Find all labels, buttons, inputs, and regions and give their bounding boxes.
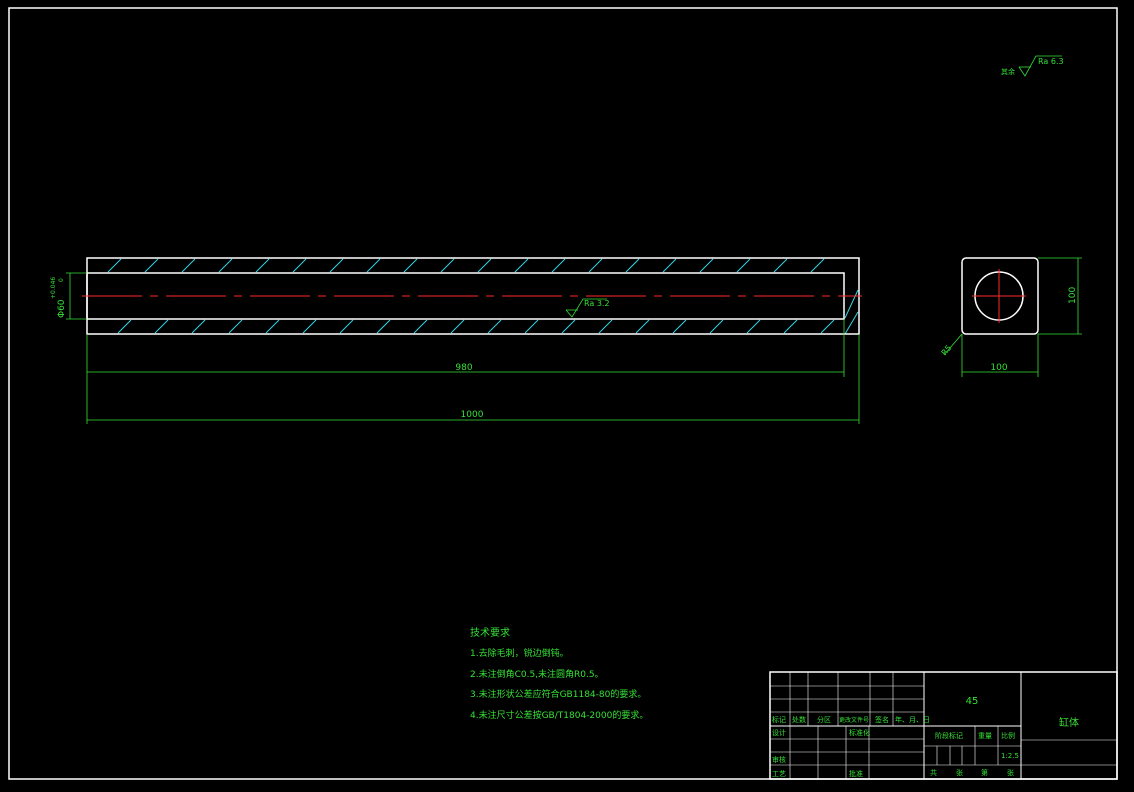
tb-process: 工艺 <box>772 770 786 778</box>
tol-upper: +0.046 <box>50 277 57 299</box>
hatch-line <box>699 258 714 273</box>
hatch-line <box>440 258 455 273</box>
tol-lower: 0 <box>58 278 65 282</box>
tb-material: 45 <box>966 696 979 707</box>
roughness-general-label: 其余 <box>1001 67 1015 76</box>
tech-item-2: 2.未注倒角C0.5,未注圆角R0.5。 <box>470 668 604 680</box>
hatch-line <box>376 319 391 334</box>
tb-sheet-unit-1: 张 <box>956 768 963 777</box>
hatch-line <box>477 258 492 273</box>
hatch-line <box>635 319 650 334</box>
hatch-line <box>413 319 428 334</box>
hatch-line <box>551 258 566 273</box>
hatch-line <box>218 258 233 273</box>
hatch-right <box>844 289 859 335</box>
diameter-dimension: Φ60 +0.046 0 <box>50 272 87 320</box>
hatch-line <box>302 319 317 334</box>
length-inner-label: 980 <box>455 363 472 373</box>
tb-count: 处数 <box>792 715 806 724</box>
tb-mark: 标记 <box>772 715 786 724</box>
tb-zone: 分区 <box>817 715 831 724</box>
tb-scale-label: 比例 <box>1001 731 1015 740</box>
roughness-symbol-inner: Ra 3.2 <box>565 298 610 318</box>
hatch-line <box>672 319 687 334</box>
tech-item-3: 3.未注形状公差应符合GB1184-80的要求。 <box>470 688 646 700</box>
section-view <box>82 257 862 335</box>
hatch-line <box>588 258 603 273</box>
side-width-label: 100 <box>990 363 1007 373</box>
hatch-top <box>107 258 825 273</box>
hatch-line <box>820 319 835 334</box>
hatch-line <box>783 319 798 334</box>
hatch-line <box>339 319 354 334</box>
roughness-inner-label: Ra 3.2 <box>584 299 610 308</box>
hatch-line <box>450 319 465 334</box>
hatch-line <box>329 258 344 273</box>
length-total-label: 1000 <box>461 410 484 420</box>
tb-part-name: 缸体 <box>1059 716 1079 729</box>
hatch-line <box>736 258 751 273</box>
hatch-line <box>514 258 529 273</box>
hatch-line <box>255 258 270 273</box>
tech-title: 技术要求 <box>470 626 510 639</box>
tb-weight: 重量 <box>978 732 992 740</box>
hatch-line <box>117 319 132 334</box>
hatch-line <box>292 258 307 273</box>
tb-sign: 签名 <box>875 715 889 724</box>
hatch-line <box>144 258 159 273</box>
hatch-line <box>228 319 243 334</box>
roughness-general: 其余 Ra 6.3 <box>1001 55 1064 77</box>
hatch-line <box>191 319 206 334</box>
tech-item-1: 1.去除毛刺，锐边倒钝。 <box>470 647 569 659</box>
hatch-bottom <box>117 319 835 334</box>
tb-sheet-no: 第 <box>981 768 988 777</box>
tb-scale: 1:2.5 <box>1001 752 1019 760</box>
side-square <box>961 257 1039 335</box>
hatch-line <box>662 258 677 273</box>
roughness-general-value: Ra 6.3 <box>1038 57 1064 66</box>
technical-requirements: 技术要求 1.去除毛刺，锐边倒钝。 2.未注倒角C0.5,未注圆角R0.5。 3… <box>470 626 648 721</box>
hatch-line <box>487 319 502 334</box>
hatch-line <box>746 319 761 334</box>
hatch-line <box>561 319 576 334</box>
side-height-label: 100 <box>1068 287 1078 304</box>
tb-review: 审核 <box>772 755 786 764</box>
tech-item-4: 4.未注尺寸公差按GB/T1804-2000的要求。 <box>470 709 648 721</box>
tb-change-doc: 更改文件号 <box>839 716 869 724</box>
hatch-line <box>844 289 859 319</box>
tb-date: 年、月、日 <box>895 715 930 724</box>
diameter-label: Φ60 <box>57 299 67 318</box>
hatch-line <box>154 319 169 334</box>
hatch-line <box>265 319 280 334</box>
tb-sheet-unit-2: 张 <box>1007 768 1014 777</box>
tb-standardize: 标准化 <box>849 728 870 737</box>
hatch-line <box>844 311 859 335</box>
drawing-frame <box>8 7 1118 780</box>
tb-approve: 批准 <box>849 769 863 778</box>
hatch-line <box>107 258 122 273</box>
hatch-line <box>810 258 825 273</box>
length-dimensions: 980 1000 <box>86 319 860 424</box>
hatch-line <box>524 319 539 334</box>
hatch-line <box>773 258 788 273</box>
title-block: 标记 处数 分区 更改文件号 签名 年、月、日 设计 标准化 审核 工艺 批准 … <box>769 671 1118 780</box>
side-view: 100 100 R5 <box>940 257 1082 377</box>
hatch-line <box>181 258 196 273</box>
hatch-line <box>709 319 724 334</box>
chamfer-label: R5 <box>940 343 954 357</box>
hatch-line <box>403 258 418 273</box>
tb-stage-mark: 阶段标记 <box>935 731 963 740</box>
hatch-line <box>366 258 381 273</box>
tb-design: 设计 <box>772 728 786 737</box>
hatch-line <box>625 258 640 273</box>
hatch-line <box>598 319 613 334</box>
tb-sheet-total: 共 <box>930 768 937 777</box>
